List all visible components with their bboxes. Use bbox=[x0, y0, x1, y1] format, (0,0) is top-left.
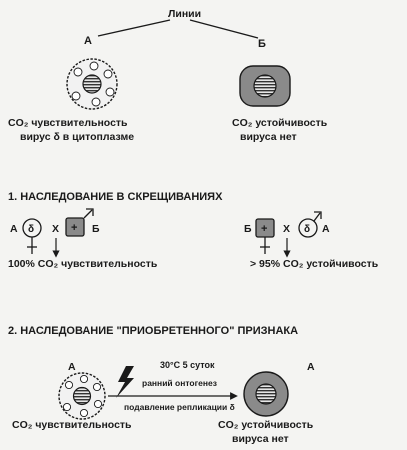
cross-left-times: X bbox=[52, 223, 59, 235]
section-2-left-caption: CO₂ чувствительность bbox=[12, 419, 132, 431]
cell-a-caption-2: вирус δ в цитоплазме bbox=[20, 131, 134, 143]
cross-left-result: 100% CO₂ чувствительность bbox=[8, 258, 158, 270]
section-2-right-caption-2: вируса нет bbox=[232, 433, 289, 445]
section-2-heading: 2. НАСЛЕДОВАНИЕ "ПРИОБРЕТЕННОГО" ПРИЗНАК… bbox=[8, 325, 298, 337]
cell-a-virus bbox=[66, 58, 118, 110]
cross-left: А δ X + Б 100% CO₂ чувствительность bbox=[8, 208, 158, 270]
section-2-left-line: А bbox=[68, 361, 76, 373]
cross-right-mother-line: Б bbox=[244, 223, 252, 235]
cross-left-mother-symbol: δ bbox=[28, 224, 34, 235]
cross-right: Б + X δ А > 95% CO₂ устойчивость bbox=[244, 211, 379, 270]
line-b-label: Б bbox=[258, 38, 266, 50]
cross-left-father-symbol: + bbox=[71, 222, 77, 234]
cross-right-result: > 95% CO₂ устойчивость bbox=[250, 258, 379, 270]
lines-label: Линии bbox=[168, 8, 201, 20]
tree-branch-a bbox=[97, 19, 171, 37]
virus-particles bbox=[71, 61, 115, 107]
section-2-right-line: А bbox=[307, 361, 315, 373]
cross-right-father-symbol: δ bbox=[304, 224, 310, 235]
cell-a-virus bbox=[58, 372, 106, 420]
section-1-heading: 1. НАСЛЕДОВАНИЕ В СКРЕЩИВАНИЯХ bbox=[8, 191, 223, 203]
tree-branch-b bbox=[189, 19, 259, 39]
cell-cured bbox=[243, 371, 289, 417]
cross-right-mother-symbol: + bbox=[261, 223, 267, 235]
section-2-right-caption-1: CO₂ устойчивость bbox=[218, 419, 314, 431]
female-icon bbox=[255, 218, 275, 254]
cell-b-caption-2: вируса нет bbox=[240, 131, 297, 143]
cross-left-mother-line: А bbox=[10, 223, 18, 235]
section-2-arrow-top: ранний онтогенез bbox=[142, 378, 217, 388]
female-icon bbox=[22, 218, 42, 254]
cross-right-times: X bbox=[283, 223, 290, 235]
cross-left-father-line: Б bbox=[92, 223, 100, 235]
male-icon bbox=[65, 208, 94, 237]
line-a-label: А bbox=[84, 35, 92, 47]
cell-a-caption-1: CO₂ чувствительность bbox=[8, 117, 128, 129]
section-2-arrow-bottom: подавление репликации δ bbox=[124, 402, 235, 412]
section-2-condition: 30°C 5 суток bbox=[160, 360, 215, 370]
lightning-icon bbox=[116, 366, 134, 398]
cross-right-father-line: А bbox=[322, 223, 330, 235]
cell-b-clean bbox=[239, 65, 291, 107]
cell-b-caption-1: CO₂ устойчивость bbox=[232, 117, 328, 129]
male-icon bbox=[298, 211, 322, 238]
